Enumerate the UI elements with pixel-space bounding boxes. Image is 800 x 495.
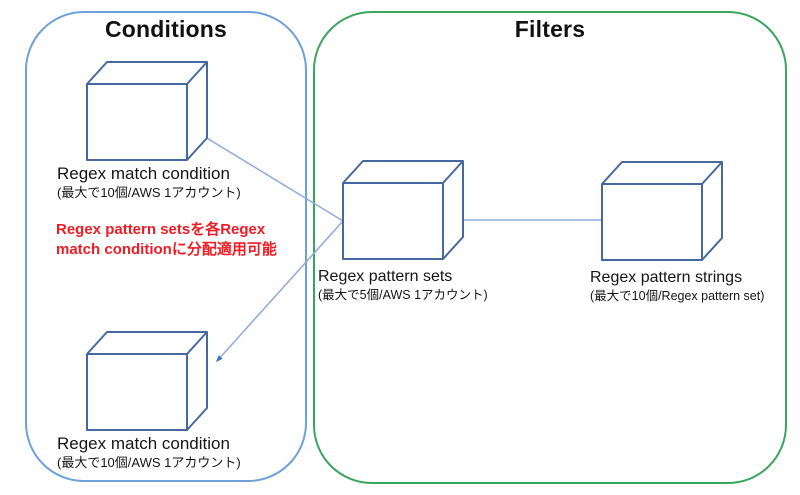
node-label-main: Regex pattern sets xyxy=(318,268,453,285)
pattern-sets-distribution-note: Regex pattern setsを各Regex match conditio… xyxy=(56,220,277,260)
node-label-main: Regex match condition xyxy=(57,164,230,183)
regex-pattern-sets-cube-icon xyxy=(342,160,464,260)
regex-match-condition-top-label: Regex match condition (最大で10個/AWS 1アカウント… xyxy=(57,163,241,202)
conditions-group-title: Conditions xyxy=(104,16,228,42)
node-label-main: Regex pattern strings xyxy=(590,269,743,286)
regex-match-condition-bottom-cube-icon xyxy=(86,331,208,431)
regex-pattern-strings-cube-icon xyxy=(601,161,723,261)
regex-match-condition-top-cube-icon xyxy=(86,61,208,161)
filters-group-title: Filters xyxy=(514,16,586,42)
arrows-layer xyxy=(190,128,601,363)
regex-pattern-strings-label: Regex pattern strings (最大で10個/Regex patt… xyxy=(590,268,764,305)
regex-match-condition-bottom-label: Regex match condition (最大で10個/AWS 1アカウント… xyxy=(57,433,241,472)
note-line-1: Regex pattern setsを各Regex xyxy=(56,221,266,238)
node-label-sub: (最大で10個/Regex pattern set) xyxy=(590,289,765,303)
cubes-layer xyxy=(86,61,723,431)
arrow-pattern-sets-to-match-condition-top xyxy=(190,128,344,222)
node-label-sub: (最大で10個/AWS 1アカウント) xyxy=(57,455,241,470)
node-label-sub: (最大で10個/AWS 1アカウント) xyxy=(57,185,241,200)
note-line-2: match conditionに分配適用可能 xyxy=(56,241,277,258)
regex-pattern-sets-label: Regex pattern sets (最大で5個/AWS 1アカウント) xyxy=(318,267,488,304)
filters-group-border xyxy=(313,11,787,484)
arrow-pattern-sets-to-match-condition-bottom xyxy=(215,220,344,363)
node-label-sub: (最大で5個/AWS 1アカウント) xyxy=(318,288,488,302)
conditions-group-border xyxy=(25,11,307,482)
node-label-main: Regex match condition xyxy=(57,434,230,453)
